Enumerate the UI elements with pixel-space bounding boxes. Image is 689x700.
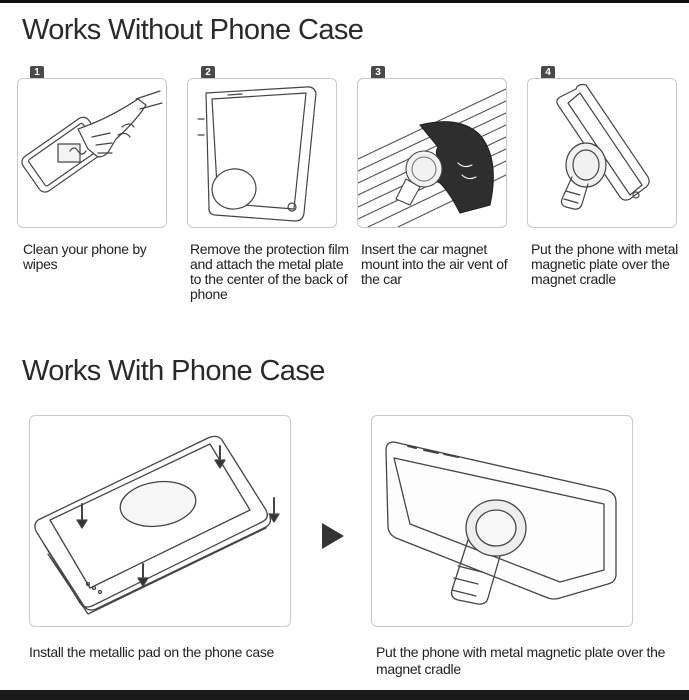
phone-on-cradle-icon	[385, 441, 617, 605]
step-4-illustration	[527, 78, 677, 228]
case-install-illustration	[29, 415, 291, 627]
step-4-badge: 4	[541, 66, 555, 80]
section-title-with-case: Works With Phone Case	[22, 355, 325, 387]
phone-wipe-icon	[21, 90, 163, 193]
step-1-illustration	[17, 78, 167, 228]
case-install-caption: Install the metallic pad on the phone ca…	[29, 644, 275, 660]
arrow-right-icon	[322, 523, 344, 549]
phone-on-mount-icon	[556, 83, 650, 210]
phone-mount-caption: Put the phone with metal magnetic plate …	[376, 644, 666, 677]
step-2-badge: 2	[201, 66, 215, 80]
step-3-badge: 3	[371, 66, 385, 80]
top-border	[0, 0, 689, 3]
step-2-illustration	[187, 78, 337, 228]
step-2-text: Remove the protection film and attach th…	[190, 241, 349, 302]
vent-mount-icon	[358, 88, 506, 227]
step-3-illustration	[357, 78, 507, 228]
step-1-badge: 1	[30, 66, 44, 80]
phone-mount-illustration	[371, 415, 633, 627]
phone-plate-icon	[197, 86, 317, 222]
phone-case-pad-icon	[34, 435, 280, 615]
section-title-without-case: Works Without Phone Case	[22, 14, 364, 46]
bottom-border	[0, 690, 689, 700]
step-4-text: Put the phone with metal magnetic plate …	[531, 241, 678, 287]
step-1-text: Clean your phone by wipes	[23, 241, 147, 272]
step-3-text: Insert the car magnet mount into the air…	[361, 241, 508, 287]
